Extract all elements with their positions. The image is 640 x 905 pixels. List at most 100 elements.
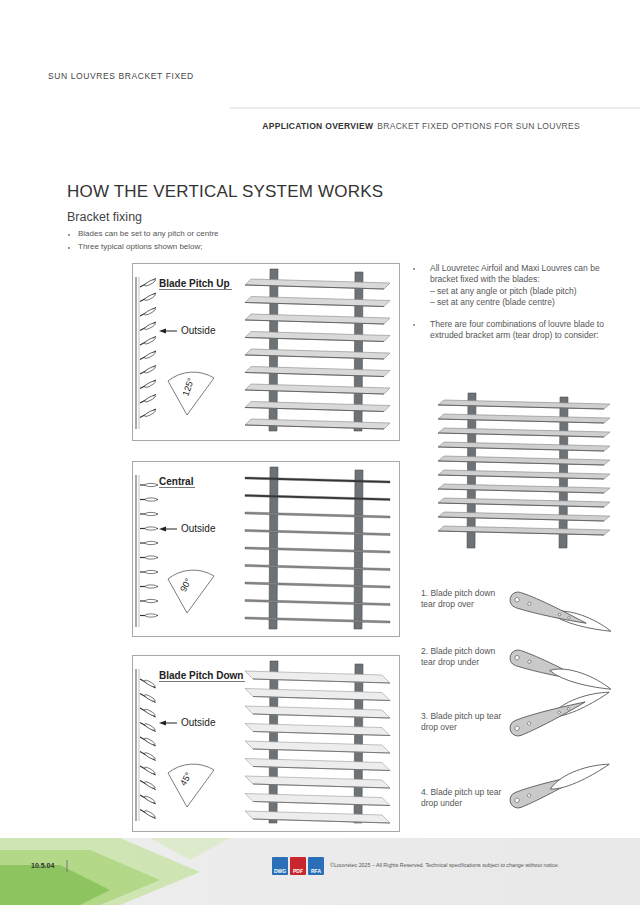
angle-wedge	[168, 764, 214, 807]
section-blade	[145, 585, 157, 588]
louvre-blade	[438, 433, 604, 437]
louvre-blade	[245, 565, 390, 571]
section-blade	[144, 395, 156, 403]
option-label: 1. Blade pitch down tear drop over	[421, 588, 509, 611]
fixing-hole	[567, 707, 570, 710]
section-blade	[145, 599, 157, 602]
angle-label: 125°	[180, 377, 196, 398]
section-blade	[145, 483, 157, 486]
header-light: BRACKET FIXED OPTIONS FOR SUN LOUVRES	[377, 121, 580, 132]
louvre-blade	[253, 784, 390, 788]
louvre-blade	[245, 671, 390, 683]
section-blade	[140, 781, 156, 790]
angle-wedge	[168, 570, 214, 613]
louvre-blade	[438, 484, 610, 493]
footer-chevron	[0, 850, 160, 905]
fixing-hole	[567, 616, 570, 619]
louvre-blade	[253, 767, 390, 771]
louvre-blade	[245, 617, 390, 623]
section-blade	[144, 366, 156, 374]
louvre-blade	[245, 419, 390, 429]
section-blade	[140, 723, 156, 732]
louvre-blade	[245, 689, 390, 701]
louvre-blade	[438, 517, 604, 521]
louvre-blade	[253, 802, 390, 806]
louvre-blade	[438, 456, 610, 465]
header-strong: APPLICATION OVERVIEW	[262, 121, 373, 132]
section-blade	[144, 737, 156, 746]
option-panel: Blade Pitch DownOutside45°	[132, 655, 400, 832]
teardrop-detail	[508, 648, 614, 696]
section-blade	[140, 366, 156, 375]
section-mullion	[136, 277, 137, 429]
fixing-hole	[527, 602, 531, 606]
louvre-blade	[245, 338, 384, 342]
bullet-dot	[68, 247, 70, 249]
louvre-blade	[245, 332, 390, 342]
copyright-note: ©Louvretec 2025 – All Rights Reserved. T…	[330, 862, 625, 869]
option-label: 3. Blade pitch up tear drop over	[421, 711, 509, 734]
louvre-blade	[245, 512, 390, 518]
louvre-blade	[245, 776, 390, 788]
option-panel: CentralOutside90°	[132, 461, 400, 637]
louvre-blade	[438, 428, 610, 437]
bracket-arm	[508, 590, 589, 630]
fixing-hole	[514, 655, 520, 661]
teardrop-detail	[508, 590, 614, 638]
section-blade	[144, 409, 156, 417]
panel-heading: Blade Pitch Down	[159, 670, 245, 682]
louvre-blade	[245, 355, 384, 359]
section-blade	[144, 781, 156, 790]
section-blade	[144, 752, 156, 761]
option-label: 4. Blade pitch up tear drop under	[421, 787, 509, 810]
section-blade	[140, 810, 156, 819]
bracket-arm	[508, 694, 588, 739]
louvre-blade	[245, 794, 390, 806]
option-panel: Blade Pitch Up Outside 125°	[132, 263, 400, 441]
louvre-blade	[253, 714, 390, 718]
outside-label: Outside	[181, 325, 215, 336]
angle-label: 90°	[178, 577, 193, 594]
file-icon: PDF	[290, 857, 306, 875]
bracket-post	[354, 470, 363, 629]
louvre-blade	[245, 402, 390, 412]
panel-heading: Blade Pitch Up	[159, 278, 232, 290]
bullet-text: Blades can be set to any pitch or centre	[78, 229, 219, 240]
fixing-hole	[527, 721, 531, 725]
section-blade	[144, 766, 156, 775]
outside-arrow	[159, 329, 166, 334]
louvre-blade	[245, 706, 390, 718]
louvre-blade	[438, 526, 610, 535]
louvre-blade	[245, 390, 384, 394]
section-blade	[140, 795, 156, 804]
louvre-blade	[438, 405, 604, 409]
louvre-blade	[245, 320, 384, 324]
section-blade	[145, 614, 157, 617]
outside-label: Outside	[181, 523, 215, 534]
fixing-hole	[514, 597, 520, 603]
angle-wedge	[168, 372, 214, 415]
header-rule	[230, 108, 640, 109]
section-blade	[145, 512, 157, 515]
section-blade	[145, 527, 157, 530]
louvre-blade	[245, 349, 390, 359]
section-blade	[140, 766, 156, 775]
bullet-text: Three typical options shown below;	[78, 242, 203, 253]
section-blade	[140, 308, 156, 317]
louvre-blade	[245, 530, 390, 536]
section-mullion	[136, 475, 137, 627]
louvre-blade	[438, 489, 604, 493]
fixing-hole	[557, 711, 560, 714]
section-mullion	[139, 669, 140, 821]
fixing-hole	[514, 798, 520, 804]
louvre-blade	[245, 724, 390, 736]
section-blade	[144, 279, 156, 287]
section-blade	[144, 723, 156, 732]
louvre-blade	[245, 547, 390, 553]
bullet-text: All Louvretec Airfoil and Maxi Louvres c…	[430, 263, 620, 286]
section-blade	[144, 380, 156, 388]
louvre-blade	[438, 447, 604, 451]
louvre-blade	[245, 811, 390, 823]
section-mullion	[139, 475, 140, 627]
